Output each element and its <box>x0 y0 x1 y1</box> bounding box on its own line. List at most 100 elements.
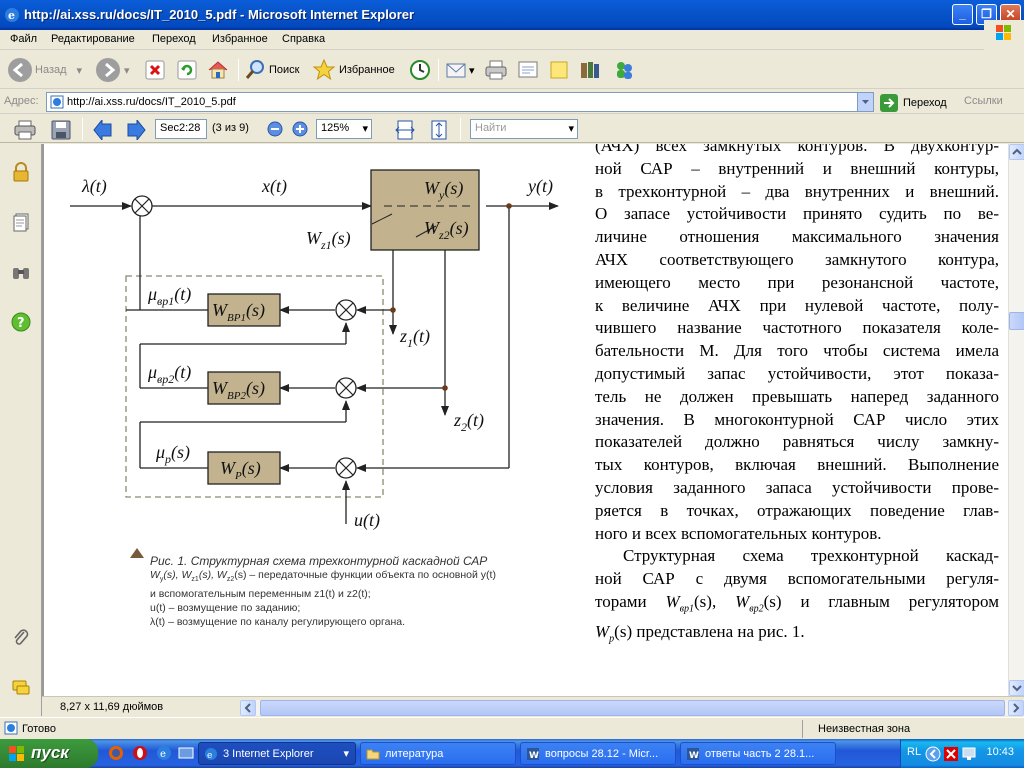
print-button[interactable] <box>484 57 508 83</box>
tray-expand-icon[interactable] <box>925 746 941 762</box>
window-title: http://ai.xss.ru/docs/IT_2010_5.pdf - Mi… <box>24 7 415 22</box>
svg-text:W: W <box>689 751 699 761</box>
address-input[interactable]: http://ai.xss.ru/docs/IT_2010_5.pdf <box>46 92 874 112</box>
scroll-up-icon[interactable] <box>1009 144 1024 160</box>
refresh-button[interactable] <box>177 57 197 83</box>
minimize-button[interactable]: _ <box>952 4 973 25</box>
search-button[interactable]: Поиск <box>244 57 299 83</box>
history-icon <box>410 60 430 80</box>
opera-icon[interactable] <box>132 745 148 761</box>
back-button[interactable]: Назад ▾ <box>8 57 82 83</box>
menu-help[interactable]: Справка <box>282 33 326 45</box>
links-label[interactable]: Ссылки <box>964 95 1003 107</box>
help-icon[interactable]: ? <box>11 312 31 332</box>
research-button[interactable] <box>578 57 602 83</box>
svg-text:e: e <box>8 9 15 22</box>
windows-logo <box>984 20 1024 50</box>
pdf-print-icon[interactable] <box>14 120 36 140</box>
menu-go[interactable]: Переход <box>152 33 196 45</box>
binoculars-icon[interactable] <box>11 262 31 282</box>
fit-width-icon[interactable] <box>394 119 416 141</box>
task-folder[interactable]: литература <box>360 742 516 765</box>
start-button[interactable]: пуск <box>0 739 98 768</box>
vertical-scrollbar[interactable] <box>1008 144 1024 696</box>
history-button[interactable] <box>408 57 432 83</box>
page-size-label: 8,27 x 11,69 дюймов <box>60 701 164 713</box>
vertical-scroll-thumb[interactable] <box>1009 312 1024 330</box>
folder-icon <box>366 749 380 760</box>
discuss-button[interactable] <box>548 57 570 83</box>
stop-icon <box>145 60 165 80</box>
menu-bar: Файл Редактирование Переход Избранное Сп… <box>0 30 1024 50</box>
task-word-1[interactable]: W вопросы 28.12 - Micr... <box>520 742 676 765</box>
zoom-out-icon[interactable] <box>267 121 283 137</box>
fit-page-icon[interactable] <box>428 119 450 141</box>
page-size-bar: 8,27 x 11,69 дюймов <box>42 696 1024 716</box>
horizontal-scrollbar[interactable] <box>240 700 1024 716</box>
label-wp: WP(s) <box>220 458 261 482</box>
controller-bp2-block <box>207 371 281 405</box>
scroll-left-icon[interactable] <box>240 700 256 716</box>
label-wy: Wy(s) <box>424 178 463 202</box>
system-tray: RL 10:43 <box>900 739 1024 768</box>
taskbar: пуск e e 3 Internet Explorer▾ литература… <box>0 739 1024 768</box>
search-icon <box>245 60 264 79</box>
mail-button[interactable]: ▾ <box>445 57 475 83</box>
task-internet-explorer[interactable]: e 3 Internet Explorer▾ <box>198 742 356 765</box>
body-text: (АЧХ) всех замкнутых контуров. В двухкон… <box>595 144 999 651</box>
home-button[interactable] <box>207 57 229 83</box>
mail-icon <box>446 63 466 78</box>
network-icon[interactable] <box>961 746 977 762</box>
stop-button[interactable] <box>145 57 165 83</box>
label-wz1: Wz1(s) <box>306 228 351 252</box>
svg-text:W: W <box>529 751 539 761</box>
label-wbp2: WBP2(s) <box>212 378 265 402</box>
pages-icon[interactable] <box>11 212 31 232</box>
page-count: (3 из 9) <box>212 122 249 134</box>
menu-favorites[interactable]: Избранное <box>212 33 268 45</box>
label-z1: z1(t) <box>399 326 430 350</box>
home-icon <box>208 61 228 79</box>
refresh-icon <box>177 60 197 80</box>
language-indicator[interactable]: RL <box>907 746 922 758</box>
task-word-2[interactable]: W ответы часть 2 28.1... <box>680 742 836 765</box>
comments-icon[interactable] <box>11 678 31 698</box>
firefox-icon[interactable] <box>108 745 124 761</box>
address-dropdown-icon[interactable] <box>857 93 873 111</box>
go-button[interactable]: Переход <box>880 94 947 112</box>
previous-page-icon[interactable] <box>93 120 115 140</box>
status-bar: Готово Неизвестная зона <box>0 717 1024 739</box>
save-icon[interactable] <box>50 120 72 140</box>
label-mu1: μвр1(t) <box>147 284 191 308</box>
scroll-down-icon[interactable] <box>1009 680 1024 696</box>
zoom-in-icon[interactable] <box>292 121 308 137</box>
close-button[interactable]: ✕ <box>1000 4 1021 25</box>
favorites-button[interactable]: Избранное <box>312 57 395 83</box>
next-page-icon[interactable] <box>124 120 146 140</box>
scroll-right-icon[interactable] <box>1008 700 1024 716</box>
controller-bp1-block <box>207 293 281 327</box>
page-icon <box>50 95 64 109</box>
menu-file[interactable]: Файл <box>10 33 38 45</box>
zoom-select[interactable]: 125%▾ <box>316 119 372 139</box>
menu-edit[interactable]: Редактирование <box>51 33 135 45</box>
dashed-controller-frame <box>125 275 384 498</box>
label-u: u(t) <box>354 510 380 531</box>
caption-marker-icon <box>130 548 144 558</box>
antivirus-icon[interactable] <box>943 746 959 762</box>
messenger-button[interactable] <box>612 57 636 83</box>
attachment-icon[interactable] <box>11 628 31 648</box>
page-number-field[interactable]: Sec2:28 <box>155 119 207 139</box>
document-viewport[interactable]: λ(t) x(t) y(t) Wy(s) Wz2(s) Wz1(s) μвр1(… <box>42 144 1008 696</box>
horizontal-scroll-thumb[interactable] <box>260 700 1005 716</box>
caption-title: Рис. 1. Структурная схема трехконтурной … <box>150 554 488 568</box>
find-input[interactable]: Найти▾ <box>470 119 578 139</box>
edit-button[interactable] <box>516 57 540 83</box>
forward-button[interactable]: ▾ <box>96 57 130 83</box>
label-mup: μр(s) <box>155 442 190 466</box>
lock-icon[interactable] <box>11 162 31 182</box>
pdf-navigation-pane: ? <box>0 144 42 716</box>
ie-quicklaunch-icon[interactable]: e <box>156 745 172 761</box>
desktop-icon[interactable] <box>178 745 194 761</box>
paragraph-1: (АЧХ) всех замкнутых контуров. В двухкон… <box>595 144 999 543</box>
